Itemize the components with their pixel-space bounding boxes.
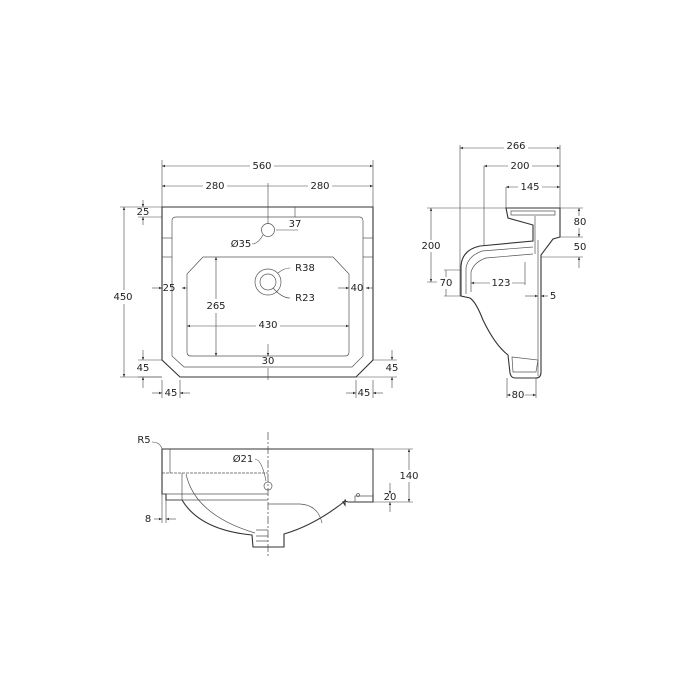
dim-r5: R5: [137, 435, 150, 446]
dim-45-right-horizontal: 45: [358, 388, 371, 399]
dim-145: 145: [520, 182, 539, 193]
side-view: 266 200 145 80 50 200 70 123 5 80: [420, 140, 589, 401]
dim-266: 266: [506, 141, 525, 152]
front-view: R5 Ø21 140 20 8: [137, 432, 421, 556]
dim-200-top: 200: [510, 161, 529, 172]
basin-outline: [161, 206, 374, 378]
dim-25-left: 25: [163, 283, 176, 294]
dim-280-left: 280: [205, 181, 224, 192]
dim-80-base: 80: [512, 390, 525, 401]
dim-r23: R23: [295, 293, 315, 304]
dim-8: 8: [145, 514, 151, 525]
dim-200-height: 200: [421, 241, 440, 252]
dim-123: 123: [491, 278, 510, 289]
dim-tap-diameter: Ø35: [231, 238, 252, 250]
dim-140: 140: [399, 471, 418, 482]
tap-hole: [261, 223, 275, 237]
dim-37: 37: [289, 219, 302, 230]
dim-50: 50: [574, 242, 587, 253]
dim-45-right-vertical: 45: [386, 363, 399, 374]
dim-80-flange: 80: [574, 217, 587, 228]
front-outline: [161, 448, 374, 548]
dim-430: 430: [258, 320, 277, 331]
waste-outer: [254, 268, 282, 296]
dim-overflow-diameter: Ø21: [233, 453, 254, 465]
dim-265: 265: [206, 301, 225, 312]
dim-560: 560: [252, 161, 271, 172]
dim-5: 5: [550, 291, 556, 302]
waste-inner: [259, 273, 277, 291]
dim-40-right: 40: [351, 283, 364, 294]
dim-r38: R38: [295, 263, 315, 274]
dim-20: 20: [384, 492, 397, 503]
rim-inner-line: [171, 216, 364, 368]
dim-25-top: 25: [137, 207, 150, 218]
dim-30: 30: [262, 356, 275, 367]
dim-450: 450: [113, 292, 132, 303]
dim-45-left-horizontal: 45: [165, 388, 178, 399]
bowl-outline: [186, 256, 350, 357]
dim-280-right: 280: [310, 181, 329, 192]
top-view: 560 280 280 450 25 37 Ø35 R38 R23 25 40 …: [113, 159, 398, 399]
dim-70: 70: [440, 278, 453, 289]
side-profile: [460, 207, 561, 379]
dim-45-left-vertical: 45: [137, 363, 150, 374]
